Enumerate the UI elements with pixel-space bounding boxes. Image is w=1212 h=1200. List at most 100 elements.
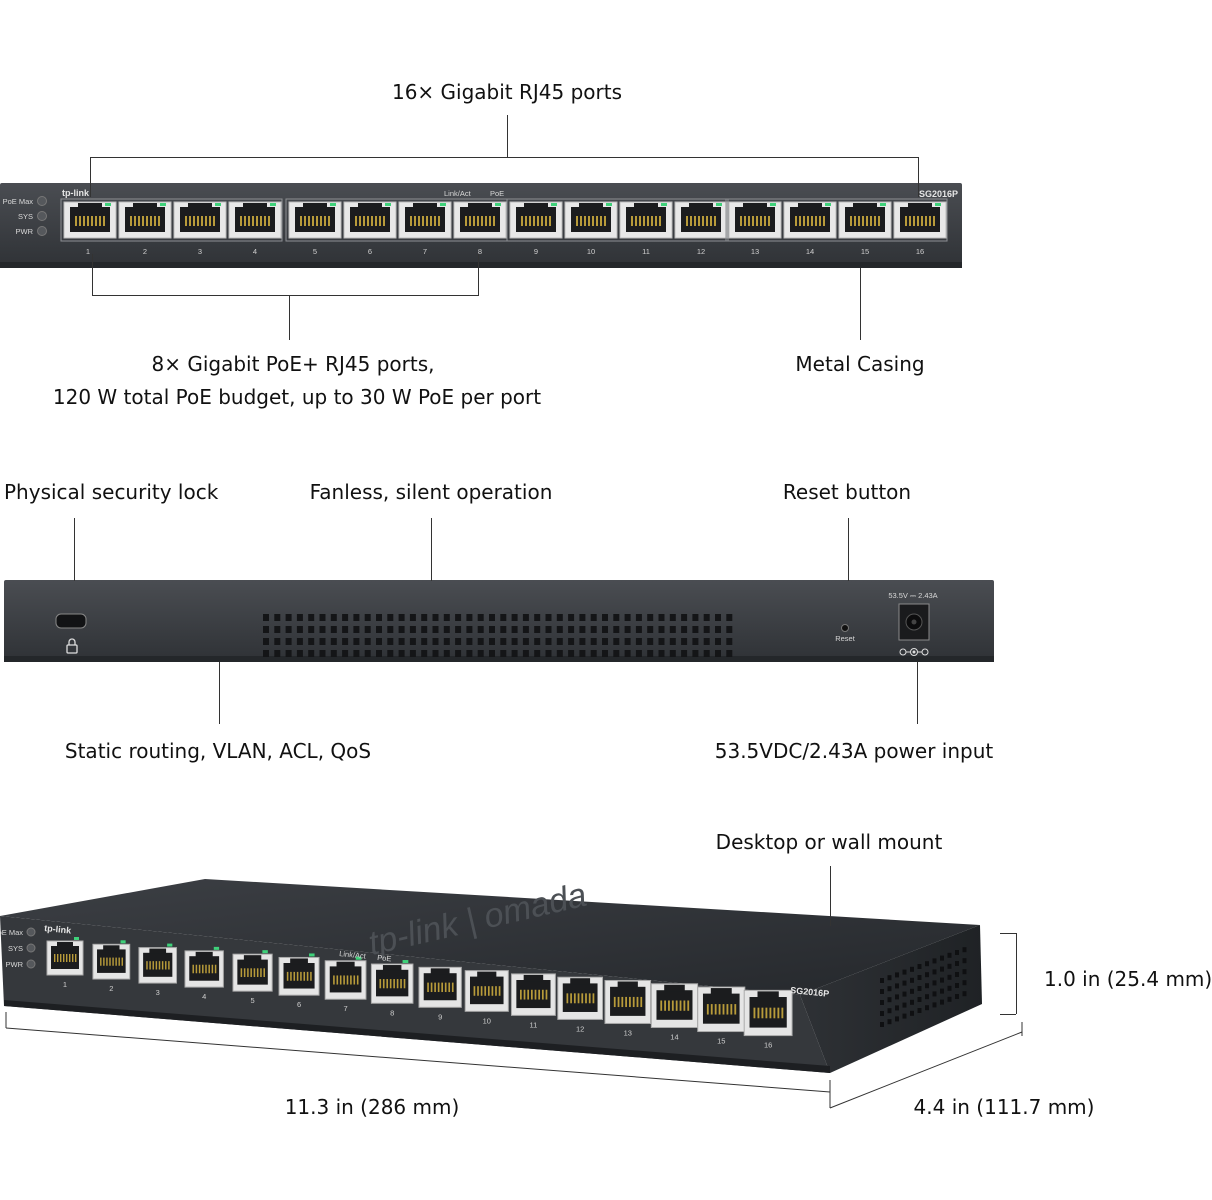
vent-slot (932, 969, 937, 975)
rj45-port (398, 201, 452, 239)
vent-slot (887, 997, 892, 1003)
callout-line (289, 295, 290, 340)
rj45-port (557, 976, 604, 1020)
vent-slot (263, 650, 269, 657)
vent-slot (353, 638, 360, 645)
vent-slot (880, 1000, 884, 1005)
port-number: 15 (861, 247, 869, 256)
vent-slot (296, 638, 303, 645)
vent-slot (635, 650, 642, 657)
rj45-port (674, 201, 728, 239)
led-label: PWR (6, 960, 24, 969)
rj45-port (619, 201, 673, 239)
dimension-line (1000, 933, 1016, 934)
vent-slot (658, 650, 665, 657)
front-brand-logo: tp-link (62, 188, 90, 198)
caption-gigabit-ports: 16× Gigabit RJ45 ports (391, 80, 623, 104)
callout-line (860, 268, 861, 340)
port-led-icon (825, 203, 831, 206)
port-number: 13 (751, 247, 759, 256)
port-number: 15 (717, 1037, 725, 1046)
vent-slot (590, 650, 597, 657)
vent-slot (658, 626, 665, 633)
rj45-port (510, 973, 556, 1016)
vent-slot (409, 626, 416, 633)
vent-slot (556, 626, 563, 633)
vent-slot (455, 638, 462, 645)
vent-slot (613, 614, 620, 621)
power-rating-label: 53.5V ⎓ 2.43A (888, 591, 937, 600)
vent-slot (940, 999, 944, 1005)
caption-mount: Desktop or wall mount (715, 830, 943, 854)
vent-slot (296, 614, 303, 621)
caption-poe-ports-line1: 8× Gigabit PoE+ RJ45 ports, (151, 352, 435, 376)
vent-slot (353, 614, 360, 621)
callout-line (74, 518, 75, 581)
vent-slot (319, 626, 326, 633)
vent-slot (703, 638, 710, 645)
vent-slot (330, 650, 337, 657)
vent-slot (726, 614, 733, 621)
vent-slot (910, 977, 914, 983)
rj45-port (173, 201, 227, 239)
port-number: 11 (642, 247, 650, 256)
vent-slot (387, 626, 394, 633)
vent-slot (887, 1008, 892, 1014)
port-number: 7 (343, 1004, 347, 1013)
led-label: SYS (8, 944, 23, 953)
vent-slot (364, 638, 371, 645)
vent-slot (545, 626, 552, 633)
vent-slot (962, 980, 967, 986)
vent-slot (330, 626, 337, 633)
vent-slot (962, 969, 967, 975)
port-led-icon (270, 203, 276, 206)
rj45-port (728, 201, 782, 239)
rj45-port (418, 966, 462, 1008)
vent-slot (545, 638, 552, 645)
port-number: 4 (253, 247, 257, 256)
led-label: PoE Max (0, 928, 23, 937)
vent-slot (880, 1011, 884, 1016)
vent-slot (466, 638, 473, 645)
vent-slot (556, 638, 563, 645)
vent-slot (308, 650, 315, 657)
port-number: 16 (764, 1041, 772, 1050)
vent-slot (477, 638, 484, 645)
callout-line (219, 662, 220, 724)
vent-slot (285, 638, 292, 645)
vent-slot (477, 650, 484, 657)
port-led-icon (167, 943, 173, 947)
rj45-port (838, 201, 892, 239)
vent-slot (466, 626, 473, 633)
vent-slot (568, 626, 575, 633)
rj45-port (509, 201, 563, 239)
vent-slot (647, 626, 654, 633)
vent-slot (409, 614, 416, 621)
vent-slot (932, 958, 937, 964)
vent-slot (579, 614, 586, 621)
rj45-port (697, 986, 746, 1033)
vent-slot (681, 638, 688, 645)
vent-slot (902, 969, 907, 975)
port-number: 5 (250, 996, 254, 1005)
port-number: 11 (530, 1020, 538, 1029)
perspective-link-act: Link/Act (339, 949, 367, 961)
vent-slot (330, 614, 337, 621)
callout-line (431, 518, 432, 581)
vent-slot (880, 978, 884, 983)
status-led-icon (37, 196, 47, 206)
caption-height: 1.0 in (25.4 mm) (1044, 967, 1212, 991)
vent-slot (887, 975, 892, 981)
port-led-icon (120, 940, 126, 944)
vent-slot (624, 614, 631, 621)
rj45-port (118, 201, 172, 239)
vent-slot (955, 950, 959, 955)
vent-slot (726, 626, 733, 633)
vent-slot (703, 626, 710, 633)
vent-slot (962, 947, 967, 953)
port-led-icon (402, 960, 409, 964)
vent-slot (545, 650, 552, 657)
vent-slot (522, 614, 529, 621)
vent-slot (511, 626, 518, 633)
